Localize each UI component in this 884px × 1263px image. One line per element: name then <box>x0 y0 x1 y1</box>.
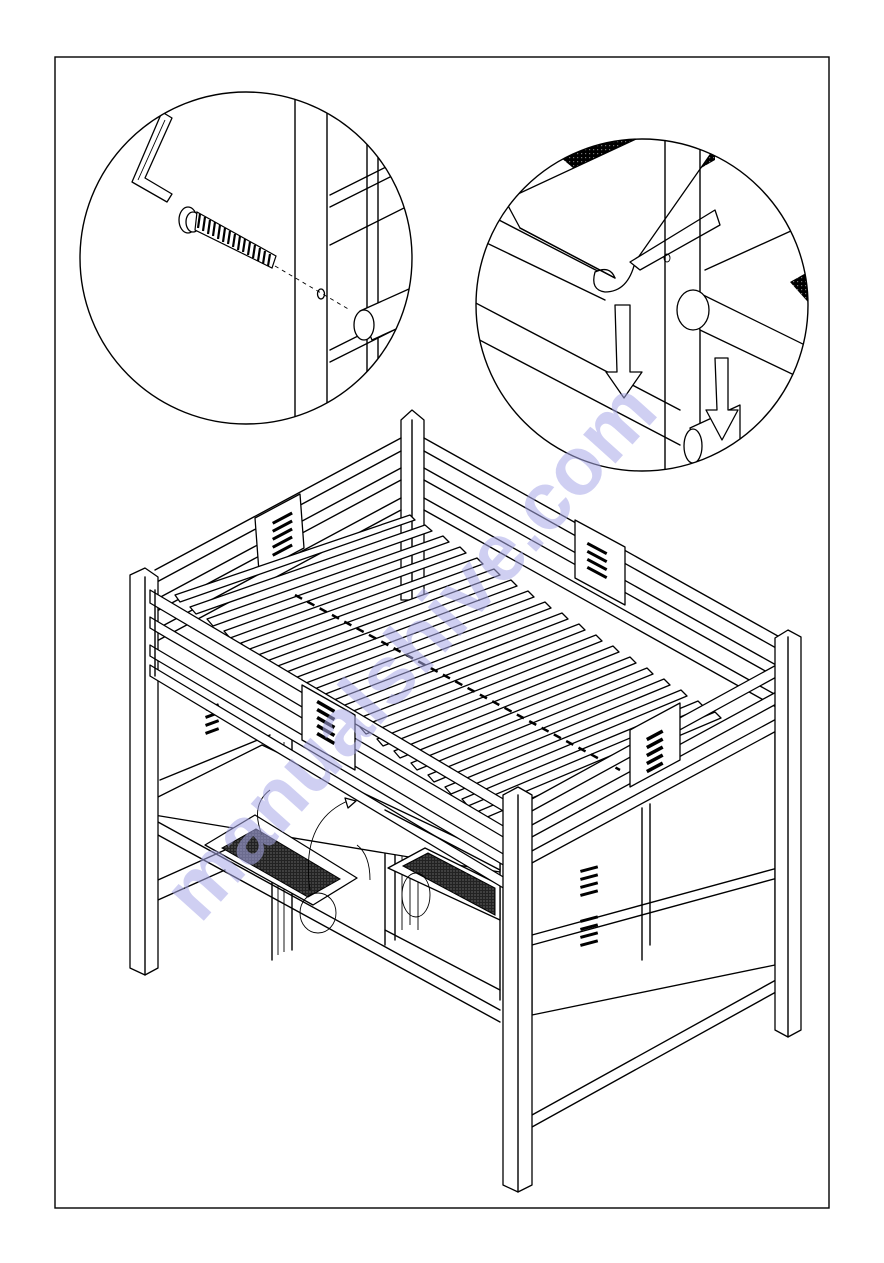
callout-bolt-detail <box>80 80 420 440</box>
allen-key-icon <box>132 112 172 202</box>
bed-post <box>775 630 801 1037</box>
bed-post <box>503 787 532 1192</box>
bolt-icon <box>179 207 276 268</box>
vent-panel <box>575 520 625 605</box>
